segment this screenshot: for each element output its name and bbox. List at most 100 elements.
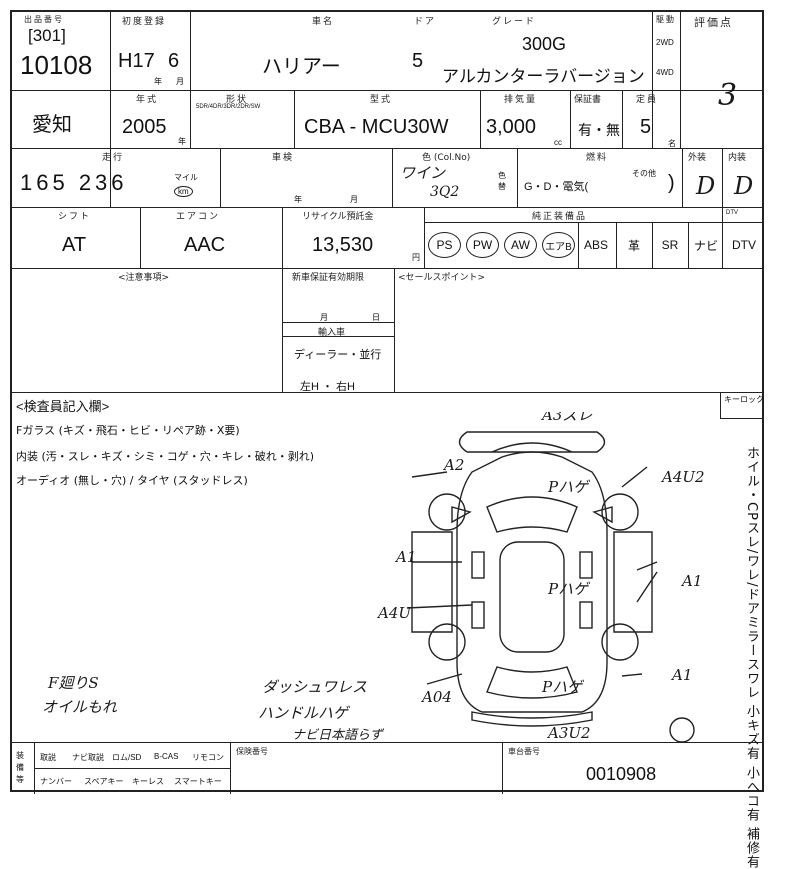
- warranty-day: 日: [372, 313, 380, 322]
- fuel-other: その他: [632, 169, 656, 178]
- shift-value: AT: [62, 234, 87, 256]
- footer-item: ナビ取説: [72, 753, 104, 762]
- label-iv: 内装: [728, 153, 747, 163]
- col-line: [722, 207, 723, 268]
- drive-2wd: 2WD: [656, 38, 674, 47]
- mark-a4u2: A4U2: [660, 468, 705, 486]
- label-fuel: 燃料: [586, 153, 609, 163]
- col-line: [282, 268, 283, 392]
- lot-number: 10108: [20, 50, 93, 80]
- year-unit: 年: [178, 137, 186, 146]
- col-line: [220, 148, 221, 207]
- side-damage-text: ホイル・CPスレ/ワレ/ドアミラースワレ 小キズ有 小へコ有 補修有: [744, 446, 759, 869]
- col-line: [652, 12, 653, 148]
- note-handle: ハンドルハゲ: [258, 704, 349, 722]
- mark-front: A3ズレ: [540, 412, 592, 424]
- grade-code: 300G: [522, 34, 567, 54]
- reg-month: 6: [168, 50, 180, 72]
- label-sales-point: <セールスポイント>: [398, 273, 486, 283]
- label-new-car-warranty: 新車保証有効期限: [292, 273, 365, 283]
- mark-paint-3: Pハゲ: [541, 678, 584, 696]
- footer-line: [34, 768, 230, 769]
- col-line: [140, 207, 141, 268]
- inspect-glass: Fガラス (キズ・飛石・ヒビ・リペア跡・X要): [16, 424, 240, 437]
- row-line-1: [12, 90, 762, 91]
- inspect-interior: 内装 (汚・スレ・キズ・シミ・コゲ・穴・キレ・破れ・剥れ): [16, 450, 315, 463]
- equip-leather: 革: [627, 238, 640, 253]
- fuel-options: G・D・電気(: [524, 181, 589, 193]
- label-history: 保険番号: [236, 747, 268, 756]
- equip-line: [424, 222, 762, 223]
- capacity-unit: 名: [668, 139, 676, 148]
- label-car-name: 車名: [312, 17, 335, 27]
- label-score: 評価点: [694, 16, 733, 29]
- col-line: [722, 148, 723, 207]
- footer-item: B-CAS: [154, 752, 179, 761]
- footer-item: 取説: [40, 753, 56, 762]
- col-line: [517, 148, 518, 207]
- fuel-close: ): [668, 172, 675, 194]
- col-line: [688, 222, 689, 268]
- label-lot: 出品番号: [24, 15, 64, 24]
- leader-line: [636, 571, 658, 603]
- col-line: [394, 268, 395, 392]
- door-handle: [471, 601, 485, 629]
- col-line: [480, 90, 481, 148]
- door-handle: [579, 551, 593, 579]
- label-aircon: エアコン: [176, 212, 221, 222]
- footer-item: リモコン: [192, 753, 224, 762]
- leader-line: [636, 561, 658, 571]
- label-grade: グレード: [492, 17, 537, 27]
- shape-options: 5DR/4DR/3DR/2DR/SW: [196, 104, 261, 110]
- box-line: [720, 418, 762, 419]
- note-dash: ダッシュワレス: [262, 678, 368, 696]
- col-line: [392, 148, 393, 207]
- mark-rear: A3U2: [546, 724, 591, 742]
- col-line: [424, 207, 425, 268]
- label-doors: ドア: [414, 17, 437, 27]
- lot-sub: [301]: [28, 26, 66, 45]
- label-warranty: 保証書: [574, 95, 602, 105]
- footer-item: ナンバー: [40, 777, 72, 786]
- row-line-3: [12, 207, 762, 208]
- col-line: [578, 222, 579, 268]
- label-displacement: 排気量: [504, 95, 538, 105]
- col-line: [230, 742, 231, 794]
- region: 愛知: [32, 114, 72, 136]
- mark-a4u: A4U: [376, 604, 412, 622]
- footer-item: ロム/SD: [112, 753, 142, 762]
- wheel-fl: [428, 493, 466, 531]
- label-shift: シフト: [58, 212, 92, 222]
- mark-paint-1: Pハゲ: [547, 478, 590, 496]
- import-handle: 左H ・ 右H: [300, 381, 355, 393]
- recycle-unit: 円: [412, 253, 420, 262]
- equip-abs: ABS: [583, 238, 608, 252]
- mark-a1-left: A1: [394, 548, 416, 566]
- mileage-value: 165 236: [20, 170, 128, 195]
- car-body: [456, 451, 608, 713]
- box-line: [282, 336, 394, 337]
- inspect-audio: オーディオ (無し・穴) / タイヤ (スタッドレス): [16, 474, 248, 487]
- label-import: 輸入車: [318, 328, 346, 338]
- car-name: ハリアー: [262, 56, 341, 78]
- col-line: [652, 222, 653, 268]
- inspection-nen: 年: [294, 195, 302, 204]
- row-line-6: [12, 742, 762, 743]
- leader-line: [426, 673, 463, 685]
- label-dtv-top: DTV: [726, 210, 738, 216]
- equip-pw: PW: [466, 232, 499, 258]
- label-capacity: 定員: [636, 95, 659, 105]
- roof: [499, 541, 565, 653]
- label-shape: 形状: [226, 95, 249, 105]
- front-bumper-frame: [458, 431, 606, 453]
- wheel-fr: [601, 493, 639, 531]
- side-panel-right: [613, 531, 653, 633]
- label-inspector: <検査員記入欄>: [16, 399, 110, 414]
- label-year: 年式: [136, 95, 159, 105]
- row-line-5: [12, 392, 762, 393]
- label-mileage: 走行: [102, 153, 125, 163]
- ev-score: D: [696, 172, 716, 200]
- front-bumper: [491, 442, 573, 453]
- col-line: [502, 742, 503, 794]
- iv-score: D: [734, 172, 754, 200]
